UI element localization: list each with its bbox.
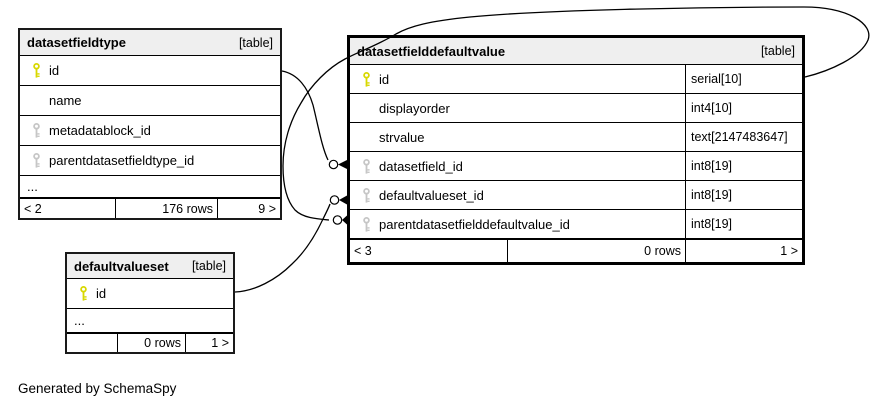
table-type-badge: [table] [760, 44, 795, 58]
column-type-label: int4[10] [685, 94, 802, 122]
table-row: parentdatasetfieldtype_id [20, 146, 280, 176]
foreign-key-icon [361, 216, 371, 232]
ellipsis-label: ... [27, 179, 38, 194]
column-type-label: int8[19] [685, 181, 802, 209]
column-name-label: parentdatasetfielddefaultvalue_id [379, 216, 570, 232]
edge-datasetfieldtype-to-datasetfield-id [281, 70, 329, 161]
table-row: id [67, 279, 233, 309]
column-name-label: defaultvalueset_id [379, 187, 484, 203]
table-row: datasetfield_id int8[19] [350, 152, 802, 181]
column-type-label: int8[19] [685, 152, 802, 180]
foreign-key-icon [361, 187, 371, 203]
primary-key-icon [78, 286, 88, 301]
arrowhead-icon [339, 195, 347, 205]
ellipsis-label: ... [74, 313, 85, 328]
column-name-label: id [96, 286, 107, 301]
generated-by-note: Generated by SchemaSpy [18, 381, 177, 396]
row-count: 0 rows [117, 334, 185, 352]
primary-key-icon [31, 63, 41, 78]
table-datasetfielddefaultvalue[interactable]: datasetfielddefaultvalue [table] id seri… [347, 35, 805, 265]
table-footer: < 2 176 rows 9 > [20, 198, 280, 218]
column-name-label: datasetfield_id [379, 158, 463, 174]
row-count: 176 rows [115, 199, 217, 218]
table-title: datasetfielddefaultvalue [357, 43, 506, 59]
column-name-label: metadatablock_id [49, 123, 151, 138]
arrowhead-icon [338, 160, 347, 169]
foreign-key-icon [361, 158, 371, 174]
table-row-ellipsis: ... [67, 309, 233, 333]
column-type-label: serial[10] [685, 65, 802, 93]
table-defaultvalueset[interactable]: defaultvalueset [table] id ... 0 rows 1 … [65, 252, 235, 354]
table-datasetfieldtype[interactable]: datasetfieldtype [table] id name metadat… [18, 28, 282, 220]
table-row: strvalue text[2147483647] [350, 123, 802, 152]
column-name-label: parentdatasetfieldtype_id [49, 153, 195, 168]
parents-count: 9 > [217, 199, 280, 218]
foreign-key-icon [31, 123, 41, 138]
row-count: 0 rows [507, 240, 685, 262]
foreign-key-icon [31, 153, 41, 168]
table-type-badge: [table] [191, 259, 226, 273]
table-row: metadatablock_id [20, 116, 280, 146]
column-name-label: name [49, 93, 82, 108]
table-row: name [20, 86, 280, 116]
table-title: datasetfieldtype [27, 35, 126, 50]
table-type-badge: [table] [238, 35, 273, 50]
table-header[interactable]: datasetfieldtype [table] [20, 30, 280, 56]
parents-count: 1 > [185, 334, 233, 352]
table-title: defaultvalueset [74, 258, 169, 274]
table-row: displayorder int4[10] [350, 94, 802, 123]
table-footer: < 3 0 rows 1 > [350, 239, 802, 262]
table-row: id serial[10] [350, 65, 802, 94]
column-type-label: text[2147483647] [685, 123, 802, 151]
column-name-label: strvalue [379, 129, 425, 145]
table-row: parentdatasetfielddefaultvalue_id int8[1… [350, 210, 802, 239]
primary-key-icon [361, 71, 371, 87]
table-row: defaultvalueset_id int8[19] [350, 181, 802, 210]
table-header[interactable]: defaultvalueset [table] [67, 254, 233, 279]
column-name-label: id [49, 63, 60, 78]
table-row: id [20, 56, 280, 86]
children-count: < 2 [24, 201, 42, 216]
children-count [67, 334, 117, 352]
cardinality-circle [332, 215, 343, 225]
column-name-label: displayorder [379, 100, 450, 116]
children-count: < 3 [354, 244, 372, 258]
column-type-label: int8[19] [685, 210, 802, 238]
table-header[interactable]: datasetfielddefaultvalue [table] [350, 38, 802, 65]
table-row-ellipsis: ... [20, 176, 280, 198]
cardinality-circle [329, 195, 340, 205]
table-footer: 0 rows 1 > [67, 333, 233, 352]
parents-count: 1 > [685, 240, 802, 262]
column-name-label: id [379, 71, 390, 87]
cardinality-circle [328, 159, 339, 170]
